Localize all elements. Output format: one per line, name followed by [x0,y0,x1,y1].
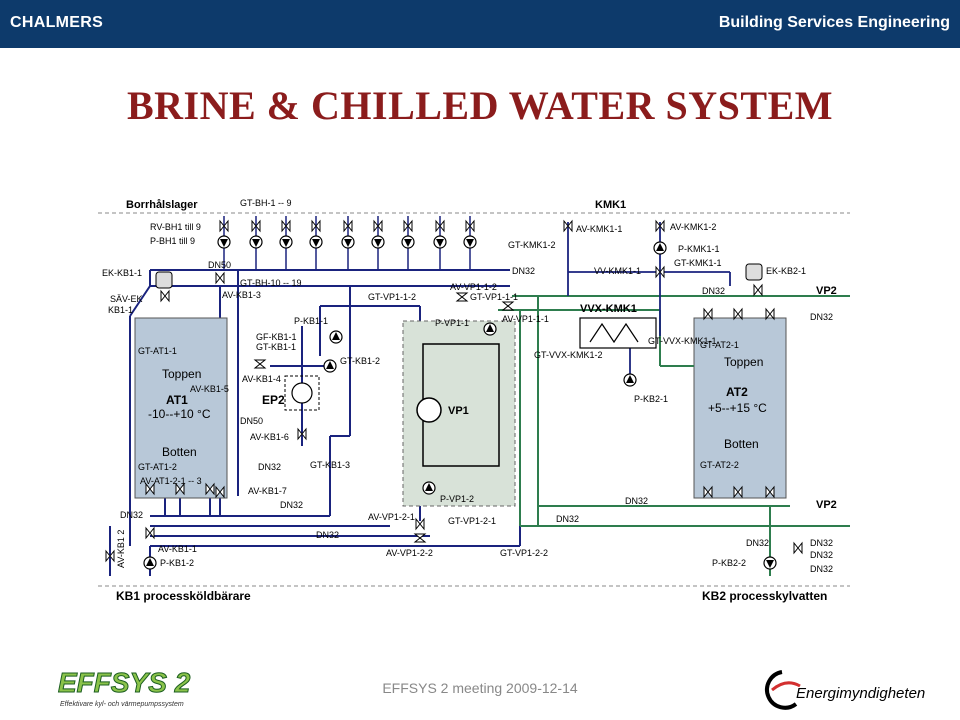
label-at1-range: -10--+10 °C [148,407,211,421]
label-at1: AT1 [166,393,188,407]
label-gt-kb1-2: GT-KB1-2 [340,356,380,366]
label-dn32-j: DN32 [810,564,833,574]
label-gt-vp1-2-1: GT-VP1-2-1 [448,516,496,526]
effsys-logo-tagline: Effektivare kyl- och värmepumpssystem [60,701,184,708]
label-av-vp1-1-1: AV-VP1-1-1 [502,314,549,324]
label-borrhalslager: Borrhålslager [126,199,198,211]
label-av-kb1-3: AV-KB1-3 [222,290,261,300]
label-gt-at1-1: GT-AT1-1 [138,346,177,356]
label-at2: AT2 [726,385,748,399]
label-ek-kb1-1: EK-KB1-1 [102,268,142,278]
label-p-kb1-2: P-KB1-2 [160,558,194,568]
label-kb2-process: KB2 processkylvatten [702,589,827,603]
label-at2-range: +5--+15 °C [708,401,767,415]
department-name: Building Services Engineering [718,14,950,31]
label-kb1-1: KB1-1 [108,305,133,315]
label-gt-vp1-1-2: GT-VP1-1-2 [368,292,416,302]
cooling-water-piping [498,295,850,576]
label-dn32-b: DN32 [280,500,303,510]
label-vvx-kmk1: VVX-KMK1 [580,303,637,315]
system-diagram: Borrhålslager KMK1 RV-BH1 till 9 P-BH1 t… [98,198,850,603]
label-av-kb1-1: AV-KB1-1 [158,544,197,554]
label-gt-vp1-2-2: GT-VP1-2-2 [500,548,548,558]
label-av-vp1-2-1: AV-VP1-2-1 [368,512,415,522]
label-gt-vvx-kmk1-2: GT-VVX-KMK1-2 [534,350,603,360]
label-vp2-top: VP2 [816,285,837,297]
label-av-kb1-4: AV-KB1-4 [242,374,281,384]
label-av-kb1-7: AV-KB1-7 [248,486,287,496]
label-botten-1: Botten [162,445,197,459]
label-gt-bh-1-9: GT-BH-1 -- 9 [240,198,292,208]
header-bar: CHALMERS Building Services Engineering [0,0,960,48]
label-dn32-c: DN32 [316,530,339,540]
vp1-compressor [416,397,442,423]
label-av-kb1-6: AV-KB1-6 [250,432,289,442]
label-ep2: EP2 [262,393,285,407]
label-dn32-e: DN32 [556,514,579,524]
label-p-kmk1-1: P-KMK1-1 [678,244,720,254]
effsys-logo: EFFSYS 2 Effektivare kyl- och värmepumps… [56,664,196,715]
label-av-kb1-2: AV-KB1 2 [116,530,126,568]
label-gt-kb1-3: GT-KB1-3 [310,460,350,470]
label-gt-at2-1: GT-AT2-1 [700,340,739,350]
energimyndigheten-logo: Energimyndigheten [762,664,952,719]
ek-kb2-vessel [745,263,763,281]
label-kb1-process: KB1 processköldbärare [116,589,251,603]
label-vv-kmk1-1: VV-KMK1-1 [594,266,641,276]
label-dn32-mid: DN32 [258,462,281,472]
chalmers-brand: CHALMERS [10,14,104,31]
at1-tank [134,317,228,499]
effsys-logo-text: EFFSYS 2 [58,667,191,698]
ep2-heater [291,382,313,404]
label-dn32-k: DN32 [810,550,833,560]
label-gt-at2-2: GT-AT2-2 [700,460,739,470]
energimyndigheten-logo-text: Energimyndigheten [796,685,925,702]
label-kmk1: KMK1 [595,199,626,211]
label-gt-kb1-1: GT-KB1-1 [256,342,296,352]
label-p-kb2-1: P-KB2-1 [634,394,668,404]
label-gt-bh-10-19: GT-BH-10 -- 19 [240,278,302,288]
label-sav-ek: SÄV-EK [110,294,143,304]
label-dn50-mid: DN50 [240,416,263,426]
label-dn32-f: DN32 [702,286,725,296]
ek-kb1-vessel [155,271,173,289]
label-gt-kmk1-1: GT-KMK1-1 [674,258,722,268]
label-dn32-top: DN32 [512,266,535,276]
label-gt-kmk1-2: GT-KMK1-2 [508,240,556,250]
label-gf-kb1-1: GF-KB1-1 [256,332,297,342]
label-gt-vvx-kmk1-1: GT-VVX-KMK1-1 [648,336,717,346]
at2-tank [693,317,787,499]
label-toppen-1: Toppen [162,367,201,381]
label-vp1: VP1 [448,405,469,417]
vvx-kmk1-exchanger [579,317,657,349]
label-dn32-d: DN32 [625,496,648,506]
label-p-bh: P-BH1 till 9 [150,236,195,246]
label-p-vp1-1: P-VP1-1 [435,318,469,328]
label-p-kb2-2: P-KB2-2 [712,558,746,568]
label-p-vp1-2: P-VP1-2 [440,494,474,504]
label-dn32-g: DN32 [810,312,833,322]
label-dn32-h: DN32 [746,538,769,548]
label-vp2-bottom: VP2 [816,499,837,511]
label-dn32-i: DN32 [810,538,833,548]
footer-meeting: EFFSYS 2 meeting 2009-12-14 [382,680,578,696]
label-toppen-2: Toppen [724,355,763,369]
label-gt-at1-2: GT-AT1-2 [138,462,177,472]
slide-title: BRINE & CHILLED WATER SYSTEM [126,83,833,128]
label-dn50-top: DN50 [208,260,231,270]
label-av-at1-2: AV-AT1-2-1 -- 3 [140,476,202,486]
label-botten-2: Botten [724,437,759,451]
label-p-kb1-1-top: P-KB1-1 [294,316,328,326]
label-dn32-a: DN32 [120,510,143,520]
label-av-vp1-2-2: AV-VP1-2-2 [386,548,433,558]
label-av-kmk1-2: AV-KMK1-2 [670,222,716,232]
label-av-kmk1-1: AV-KMK1-1 [576,224,622,234]
label-gt-vp1-1-1: GT-VP1-1-1 [470,292,518,302]
label-av-kb1-5: AV-KB1-5 [190,384,229,394]
label-rv-bh: RV-BH1 till 9 [150,222,201,232]
label-av-vp1-1-2: AV-VP1-1-2 [450,282,497,292]
label-ek-kb2-1: EK-KB2-1 [766,266,806,276]
energimyndigheten-swoosh-icon [765,670,798,710]
